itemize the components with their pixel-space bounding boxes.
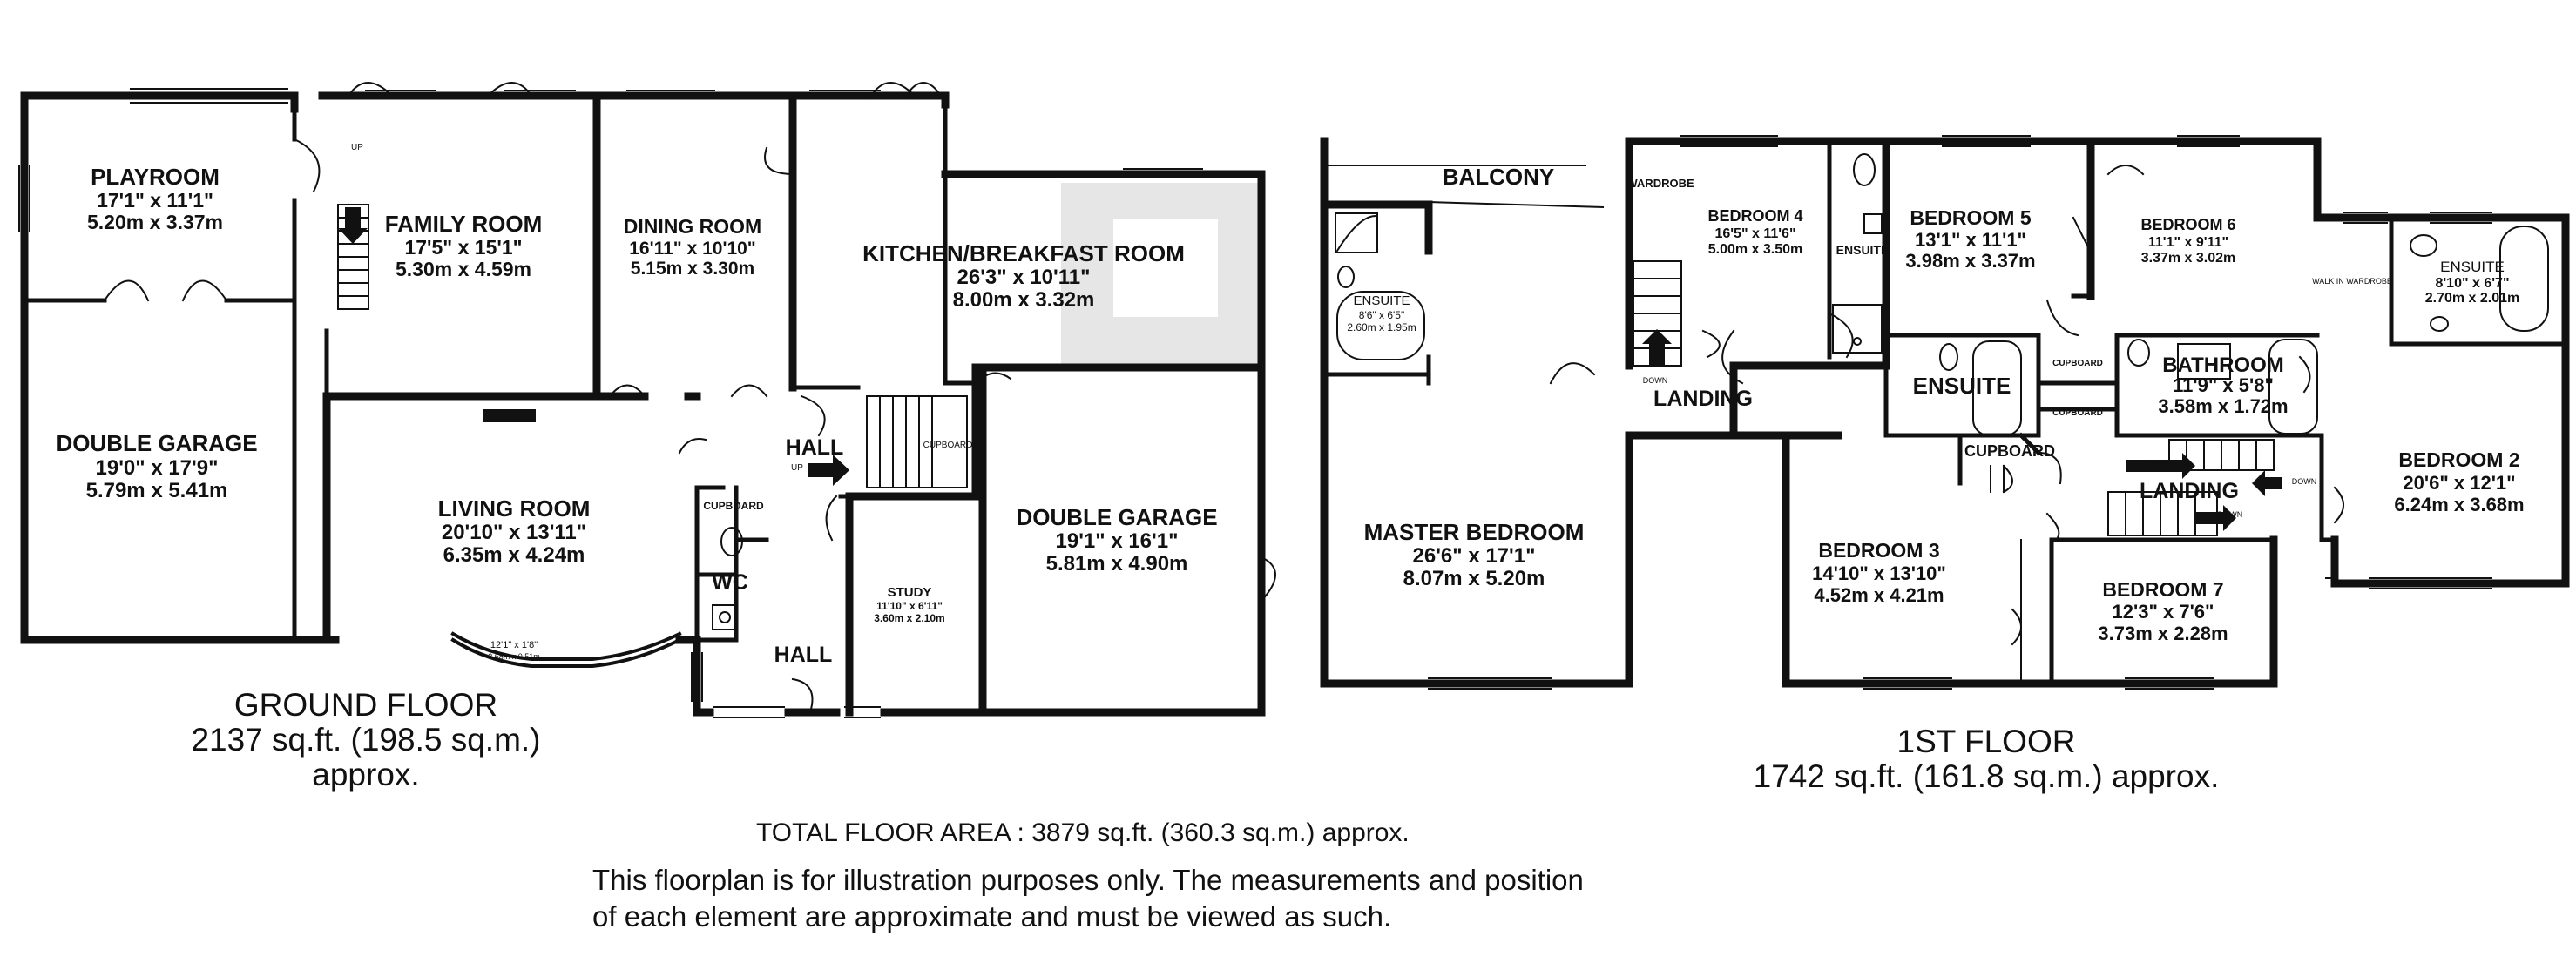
room-dims-metric-family-room: 5.30m x 4.59m bbox=[396, 258, 531, 280]
room-name-bedroom-4: BEDROOM 4 bbox=[1707, 207, 1802, 225]
room-dims-imperial-double-garage-right: 19'1" x 16'1" bbox=[1056, 529, 1179, 553]
room-dims-metric-kitchen: 8.00m x 3.32m bbox=[953, 288, 1095, 312]
room-dims-metric-double-garage-right: 5.81m x 4.90m bbox=[1046, 552, 1188, 576]
room-dims-metric-bedroom-4: 5.00m x 3.50m bbox=[1708, 242, 1803, 257]
room-dims-metric-playroom: 5.20m x 3.37m bbox=[87, 211, 223, 233]
label-down-r2: DOWN bbox=[2292, 477, 2317, 486]
room-dims-imperial-study: 11'10" x 6'11" bbox=[876, 600, 943, 612]
room-dims-imperial-dining-room: 16'11" x 10'10" bbox=[629, 239, 756, 259]
label-walk-in-wardrobe: WALK IN WARDROBE bbox=[2312, 277, 2392, 286]
label-ensuite-small: ENSUITE bbox=[1836, 243, 1890, 257]
label-hall-upper: HALL bbox=[786, 435, 844, 460]
label-cupboard-stairs: CUPBOARD bbox=[923, 441, 973, 450]
room-dims-metric-study: 3.60m x 2.10m bbox=[874, 612, 944, 624]
first-floor-caption: 1ST FLOOR 1742 sq.ft. (161.8 sq.m.) appr… bbox=[1690, 724, 2282, 794]
room-dims-metric-double-garage-left: 5.79m x 5.41m bbox=[86, 479, 228, 502]
label-cupboard-a: CUPBOARD bbox=[2052, 359, 2103, 368]
room-name-master-bedroom: MASTER BEDROOM bbox=[1364, 519, 1585, 545]
ground-floor-caption-area: 2137 sq.ft. (198.5 sq.m.) approx. bbox=[191, 722, 541, 792]
room-dims-imperial-bedroom-7: 12'3" x 7'6" bbox=[2113, 601, 2214, 623]
label-cupboard-c: CUPBOARD bbox=[1964, 442, 2055, 460]
room-dims-imperial-ensuite-master: 8'6" x 6'5" bbox=[1359, 309, 1404, 321]
room-name-playroom: PLAYROOM bbox=[91, 164, 220, 190]
label-up-hall: UP bbox=[791, 463, 803, 473]
label-balcony: BALCONY bbox=[1443, 164, 1555, 190]
room-name-double-garage-left: DOUBLE GARAGE bbox=[56, 430, 257, 456]
room-name-family-room: FAMILY ROOM bbox=[385, 211, 543, 237]
room-dims-metric-dining-room: 5.15m x 3.30m bbox=[631, 259, 754, 279]
bay-dims-metric: 3.68m x 0.51m bbox=[488, 652, 540, 661]
label-up-family: UP bbox=[351, 143, 363, 152]
room-name-dining-room: DINING ROOM bbox=[624, 215, 761, 238]
label-landing-right: LANDING bbox=[2140, 479, 2239, 503]
disclaimer-line-2: of each element are approximate and must… bbox=[592, 900, 1392, 933]
bay-dims-imperial: 12'1" x 1'8" bbox=[490, 640, 538, 650]
room-dims-metric-bedroom-5: 3.98m x 3.37m bbox=[1905, 250, 2035, 272]
ground-floor-labels: PLAYROOM 17'1" x 11'1" 5.20m x 3.37m FAM… bbox=[56, 143, 1217, 667]
first-floor-labels: BALCONY MASTER BEDROOM 26'6" x 17'1" 8.0… bbox=[1347, 164, 2524, 644]
room-dims-imperial-bedroom-3: 14'10" x 13'10" bbox=[1812, 562, 1946, 584]
room-dims-imperial-family-room: 17'5" x 15'1" bbox=[404, 236, 522, 259]
room-name-bedroom-2: BEDROOM 2 bbox=[2398, 448, 2519, 471]
room-name-kitchen-breakfast-room: KITCHEN/BREAKFAST ROOM bbox=[862, 240, 1185, 266]
room-name-living-room: LIVING ROOM bbox=[438, 495, 591, 522]
room-dims-metric-bathroom: 3.58m x 1.72m bbox=[2158, 395, 2288, 417]
ground-floor-caption: GROUND FLOOR 2137 sq.ft. (198.5 sq.m.) a… bbox=[139, 688, 592, 792]
room-dims-imperial-playroom: 17'1" x 11'1" bbox=[97, 189, 213, 212]
room-dims-metric-bedroom-6: 3.37m x 3.02m bbox=[2141, 251, 2236, 266]
ground-floor-plan bbox=[18, 82, 1276, 718]
room-dims-imperial-ensuite-bedroom-2: 8'10" x 6'7" bbox=[2435, 276, 2509, 291]
first-floor-caption-name: 1ST FLOOR bbox=[1897, 724, 2076, 759]
room-name-bedroom-5: BEDROOM 5 bbox=[1910, 206, 2032, 229]
room-dims-metric-bedroom-3: 4.52m x 4.21m bbox=[1814, 584, 1944, 606]
room-dims-metric-bedroom-2: 6.24m x 3.68m bbox=[2394, 494, 2524, 515]
room-dims-imperial-living-room: 20'10" x 13'11" bbox=[442, 521, 586, 544]
label-cupboard-b: CUPBOARD bbox=[2052, 408, 2103, 418]
label-down-left: DOWN bbox=[1643, 376, 1668, 385]
disclaimer: This floorplan is for illustration purpo… bbox=[592, 862, 1707, 935]
room-name-ensuite-bedroom-2: ENSUITE bbox=[2440, 259, 2505, 275]
room-dims-imperial-double-garage-left: 19'0" x 17'9" bbox=[96, 456, 219, 480]
room-dims-metric-living-room: 6.35m x 4.24m bbox=[443, 543, 585, 567]
room-name-ensuite-master: ENSUITE bbox=[1353, 293, 1410, 308]
room-dims-imperial-bathroom: 11'9" x 5'8" bbox=[2173, 374, 2274, 396]
room-name-double-garage-right: DOUBLE GARAGE bbox=[1016, 504, 1217, 530]
room-dims-imperial-kitchen: 26'3" x 10'11" bbox=[957, 266, 1091, 289]
room-dims-metric-master-bedroom: 8.07m x 5.20m bbox=[1403, 567, 1545, 590]
label-hall-lower: HALL bbox=[774, 643, 833, 667]
disclaimer-line-1: This floorplan is for illustration purpo… bbox=[592, 864, 1584, 896]
room-name-bedroom-6: BEDROOM 6 bbox=[2140, 216, 2235, 233]
room-dims-metric-bedroom-7: 3.73m x 2.28m bbox=[2098, 623, 2228, 644]
ground-floor-caption-name: GROUND FLOOR bbox=[233, 687, 498, 723]
total-floor-area: TOTAL FLOOR AREA : 3879 sq.ft. (360.3 sq… bbox=[756, 818, 1410, 847]
label-cupboard-wc: CUPBOARD bbox=[703, 500, 764, 512]
label-wardrobe: WARDROBE bbox=[1626, 177, 1694, 190]
room-dims-metric-ensuite-bedroom-2: 2.70m x 2.01m bbox=[2425, 291, 2520, 306]
label-ensuite-mid: ENSUITE bbox=[1913, 373, 2011, 399]
label-landing-left: LANDING bbox=[1653, 387, 1753, 411]
label-down-r1: DOWN bbox=[2146, 461, 2171, 469]
room-dims-imperial-bedroom-6: 11'1" x 9'11" bbox=[2148, 235, 2228, 250]
room-name-bedroom-7: BEDROOM 7 bbox=[2102, 578, 2223, 601]
room-dims-imperial-bedroom-5: 13'1" x 11'1" bbox=[1915, 229, 2026, 251]
room-name-bedroom-3: BEDROOM 3 bbox=[1818, 539, 1939, 562]
room-dims-imperial-bedroom-4: 16'5" x 11'6" bbox=[1714, 226, 1795, 241]
first-floor-plan bbox=[1320, 135, 2570, 690]
room-dims-metric-ensuite-master: 2.60m x 1.95m bbox=[1347, 321, 1416, 333]
label-wc: WC bbox=[712, 570, 748, 595]
room-name-study: STUDY bbox=[888, 585, 932, 600]
room-name-bathroom: BATHROOM bbox=[2162, 354, 2284, 377]
room-dims-imperial-bedroom-2: 20'6" x 12'1" bbox=[2403, 472, 2515, 494]
room-dims-imperial-master-bedroom: 26'6" x 17'1" bbox=[1413, 544, 1536, 568]
label-down-r3: DOWN bbox=[2218, 510, 2243, 519]
first-floor-caption-area: 1742 sq.ft. (161.8 sq.m.) approx. bbox=[1753, 758, 2220, 794]
